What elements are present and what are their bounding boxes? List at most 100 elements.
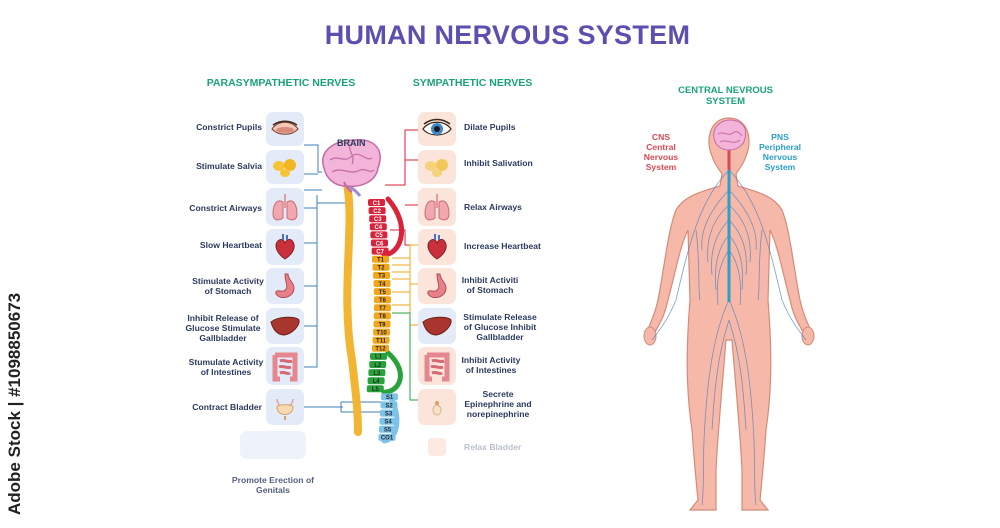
svg-text:L4: L4: [373, 379, 381, 385]
svg-text:T11: T11: [376, 339, 387, 345]
para-label-saliva: Stimulate Salvia: [196, 161, 262, 171]
para-label-bladder: Contract Bladder: [192, 402, 262, 412]
vertebra-co1: CO1: [378, 433, 396, 442]
vertebra-c3: C3: [369, 215, 387, 223]
svg-text:L5: L5: [372, 387, 380, 393]
cns-text: Central Nervous System: [643, 142, 679, 172]
vertebra-s3: S3: [380, 409, 397, 417]
genitals-tile: [240, 431, 306, 459]
sym-label-epinephrine: Secrete Epinephrine and norepinephrine: [464, 389, 532, 419]
bladder-icon: [276, 398, 294, 420]
saliva-tile: [266, 150, 304, 184]
intestines-icon: [272, 352, 298, 382]
vertebra-s1: S1: [381, 393, 398, 401]
liver-tile: [266, 308, 304, 344]
vertebra-c4: C4: [369, 223, 387, 231]
svg-text:T5: T5: [379, 290, 387, 296]
pns-text: Peripheral Nervous System: [758, 142, 802, 172]
vertebra-s2: S2: [380, 401, 398, 409]
svg-text:T1: T1: [377, 258, 385, 264]
adrenal-tile: [418, 389, 456, 425]
brain-icon: [713, 119, 747, 151]
stomach-icon: [275, 273, 295, 299]
vertebra-t11: T11: [372, 336, 390, 345]
para-label-genitals: Promote Erection of Genitals: [231, 475, 315, 495]
svg-text:L1: L1: [375, 355, 383, 361]
vertebra-t6: T6: [373, 296, 391, 304]
svg-text:T6: T6: [379, 298, 387, 304]
nerve-tail: [381, 196, 405, 258]
sym-label-stomach: Inhibit Activiti of Stomach: [461, 275, 519, 295]
vertebra-s5: S5: [379, 425, 396, 434]
intestines-tile: [266, 347, 304, 385]
heart-tile-right: [418, 229, 456, 265]
liver-icon: [422, 316, 452, 336]
adrenal-gland-icon: [432, 401, 442, 416]
lungs-tile-right: [418, 188, 456, 226]
lungs-icon: [272, 194, 298, 221]
vertebra-t12: T12: [372, 344, 389, 353]
intestines-icon: [424, 352, 450, 382]
vertebra-s4: S4: [379, 417, 397, 426]
pns-abbr: PNS: [771, 132, 789, 142]
svg-text:T10: T10: [376, 330, 387, 336]
vertebra-t3: T3: [373, 271, 391, 280]
vertebra-t4: T4: [373, 280, 391, 288]
sympathetic-heading: SYMPATHETIC NERVES: [412, 77, 533, 89]
bladder-tile: [266, 389, 304, 425]
brain-label: BRAIN: [337, 138, 366, 148]
page-title: HUMAN NERVOUS SYSTEM: [324, 20, 691, 50]
svg-text:C5: C5: [375, 233, 383, 239]
stomach-tile: [266, 268, 304, 304]
svg-text:C7: C7: [376, 249, 384, 255]
svg-text:C6: C6: [376, 241, 384, 247]
svg-text:T4: T4: [379, 282, 387, 288]
intestines-tile-right: [418, 347, 456, 385]
salivary-gland-icon: [273, 159, 296, 177]
body-silhouette: [643, 117, 815, 511]
stock-credit: Adobe Stock | #1098850673: [5, 292, 24, 515]
stomach-tile-right: [418, 268, 456, 304]
svg-text:S5: S5: [384, 428, 392, 434]
saliva-tile-right: [418, 150, 456, 184]
svg-text:S2: S2: [385, 403, 393, 409]
stomach-icon: [427, 273, 447, 299]
eye-open-icon: [422, 118, 452, 136]
vertebra-c5: C5: [370, 231, 388, 239]
vertebra-l4: L4: [367, 377, 385, 385]
heart-icon: [427, 234, 447, 260]
svg-text:T2: T2: [378, 266, 386, 272]
svg-text:C1: C1: [373, 201, 381, 207]
sym-label-airways: Relax Airways: [464, 202, 522, 212]
parasympathetic-heading: PARASYMPATHETIC NERVES: [206, 77, 356, 89]
para-label-glucose: Inhibit Release of Glucose Stimulate Gal…: [185, 313, 261, 343]
para-label-stomach: Stimulate Activity of Stomach: [192, 276, 264, 296]
svg-text:CO1: CO1: [381, 436, 394, 442]
vertebra-c7: C7: [371, 247, 389, 255]
sym-label-intestines: Inhibit Activity of Intestines: [461, 355, 521, 375]
vertebra-t8: T8: [373, 312, 391, 320]
para-label-heartbeat: Slow Heartbeat: [199, 240, 262, 250]
vertebra-t7: T7: [373, 304, 391, 312]
sym-label-saliva: Inhibit Salivation: [464, 158, 533, 168]
salivary-gland-icon: [425, 159, 448, 177]
svg-text:T12: T12: [375, 347, 386, 353]
svg-text:S1: S1: [386, 395, 394, 401]
brain-icon: [322, 138, 381, 193]
pns-label: PNS Peripheral Nervous System: [754, 132, 806, 172]
svg-text:T8: T8: [379, 314, 387, 320]
eye-open-tile: [418, 112, 456, 146]
sym-label-pupils: Dilate Pupils: [464, 122, 516, 132]
heart-tile: [266, 229, 304, 265]
vertebra-c1: C1: [368, 199, 385, 207]
eye-tile: [266, 112, 304, 146]
vertebra-l5: L5: [366, 385, 384, 393]
svg-text:L2: L2: [374, 363, 382, 369]
para-label-airways: Constrict Airways: [189, 203, 262, 213]
vertebra-t10: T10: [373, 328, 391, 336]
svg-text:T9: T9: [379, 322, 387, 328]
vertebra-l2: L2: [369, 361, 387, 369]
cns-label: CNS Central Nervous System: [636, 132, 686, 172]
